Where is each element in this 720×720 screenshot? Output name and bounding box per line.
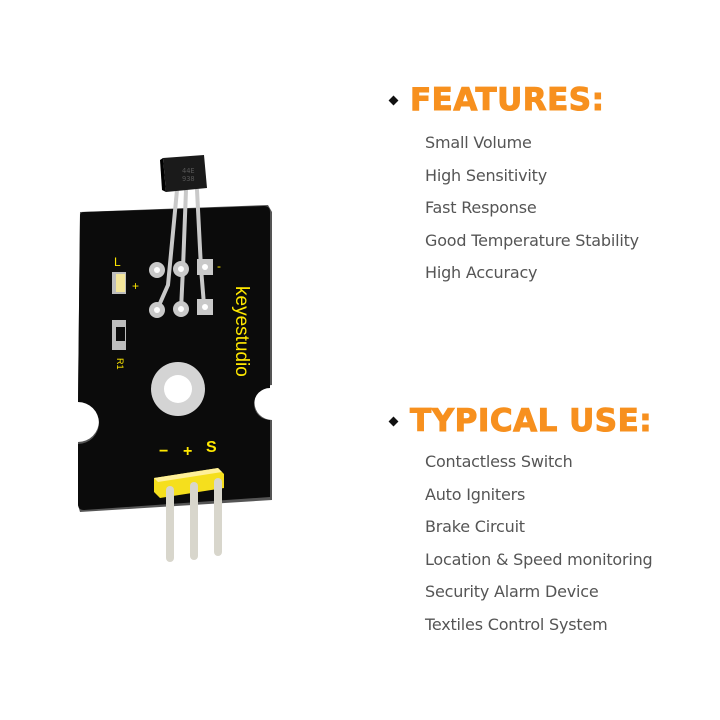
feature-item: High Sensitivity bbox=[425, 165, 547, 185]
pin-label-minus: − bbox=[159, 443, 168, 460]
use-item: Contactless Switch bbox=[425, 452, 573, 471]
typical-use-list: Contactless Switch Auto Igniters Brake C… bbox=[388, 446, 653, 641]
solder-pads bbox=[149, 259, 213, 318]
feature-item: High Accuracy bbox=[425, 263, 538, 282]
bullet-icon bbox=[388, 416, 399, 426]
features-title: FEATURES: bbox=[410, 82, 605, 119]
resistor-r1 bbox=[112, 320, 126, 350]
typical-use-title: TYPICAL USE: bbox=[409, 403, 653, 440]
features-section: FEATURES: Small Volume High Sensitivity … bbox=[388, 80, 639, 290]
bullet-icon bbox=[388, 95, 399, 105]
use-item: Brake Circuit bbox=[425, 517, 525, 536]
typical-use-section: TYPICAL USE: Contactless Switch Auto Ign… bbox=[388, 401, 653, 641]
pin-label-signal: S bbox=[206, 439, 217, 456]
hall-sensor-chip: 44E 938 bbox=[160, 155, 207, 192]
use-item: Auto Igniters bbox=[425, 484, 526, 504]
mounting-hole bbox=[151, 362, 205, 416]
feature-item: Fast Response bbox=[425, 198, 537, 217]
use-item: Location & Speed monitoring bbox=[425, 549, 653, 569]
hall-sensor-module-illustration: 44E 938 L + - R1 keyestudio bbox=[78, 155, 272, 562]
feature-item: Good Temperature Stability bbox=[425, 230, 639, 250]
resistor-label: R1 bbox=[115, 358, 125, 370]
brand-label: keyestudio bbox=[231, 286, 252, 377]
led-indicator bbox=[112, 272, 126, 294]
led-label: L bbox=[114, 255, 121, 269]
feature-item: Small Volume bbox=[425, 133, 532, 152]
minus-label: - bbox=[217, 259, 221, 273]
features-list: Small Volume High Sensitivity Fast Respo… bbox=[388, 127, 639, 290]
svg-text:44E: 44E bbox=[182, 167, 195, 175]
use-item: Security Alarm Device bbox=[425, 582, 599, 601]
pin-label-plus: + bbox=[183, 443, 192, 460]
header-pins bbox=[166, 478, 222, 562]
use-item: Textiles Control System bbox=[425, 614, 608, 634]
product-image: 44E 938 L + - R1 keyestudio bbox=[78, 155, 272, 562]
svg-text:938: 938 bbox=[182, 175, 195, 183]
plus-label: + bbox=[132, 279, 139, 293]
